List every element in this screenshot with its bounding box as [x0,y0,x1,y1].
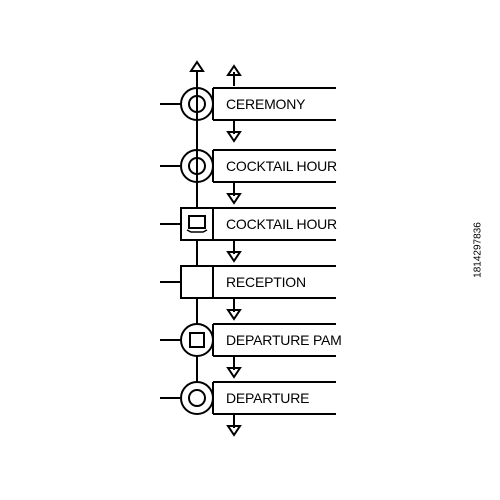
step-5-out-arrow-icon [226,367,242,379]
stock-id-watermark: 1814297836 [472,222,484,278]
tray-box-inner [188,215,206,229]
ring-circle-inner [188,95,206,113]
spine-top-arrow-icon [189,60,205,72]
step-3 [160,207,336,263]
step-3-out-arrow-icon [226,251,242,263]
step-label-departure: DEPARTURE [226,390,310,406]
step-label-departure-pam: DEPARTURE PAM [226,332,342,348]
top-right-arrow-icon [226,64,242,76]
ring-square-icon [180,323,214,357]
step-5 [160,323,336,379]
step-label-ceremony: CEREMONY [226,96,306,112]
step-4-out-arrow-icon [226,309,242,321]
ring-circle-inner [188,157,206,175]
step-2 [160,149,336,205]
tray-box-icon [180,207,214,241]
step-4 [160,265,336,321]
ring-circle-inner [188,389,206,407]
step-6-out-arrow-icon [226,425,242,437]
step-1-out-arrow-icon [226,131,242,143]
step-label-reception: RECEPTION [226,274,306,290]
ring-circle-icon [180,381,214,415]
step-label-cocktail-hour-1: COCKTAIL HOUR [226,158,337,174]
step-1 [160,87,336,143]
step-2-out-arrow-icon [226,193,242,205]
step-6 [160,381,336,437]
ring-square-inner [189,332,205,348]
square-box-icon [180,265,214,299]
step-label-cocktail-hour-2: COCKTAIL HOUR [226,216,337,232]
tray-box-base [186,229,208,233]
